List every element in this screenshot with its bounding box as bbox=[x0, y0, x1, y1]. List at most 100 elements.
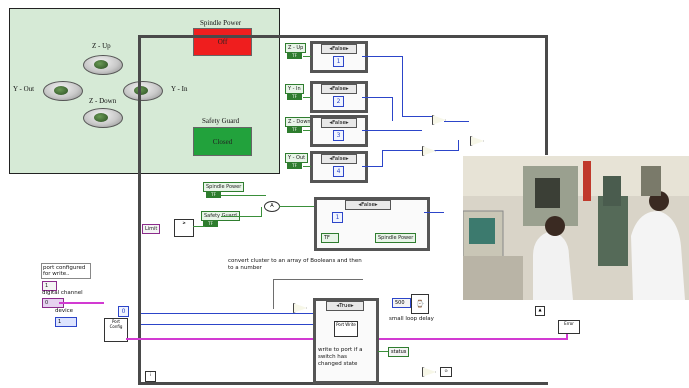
wire bbox=[392, 97, 393, 121]
safety-guard-indicator[interactable]: Closed bbox=[193, 127, 252, 156]
index-constant: 4 bbox=[333, 166, 344, 177]
case-structure-y-in[interactable]: ◂False▸ 2 bbox=[310, 81, 368, 113]
z-up-button[interactable] bbox=[83, 55, 123, 75]
delay-constant[interactable]: 500 bbox=[392, 298, 411, 308]
y-in-led-icon bbox=[134, 86, 148, 95]
while-loop-frame-right bbox=[545, 35, 548, 155]
while-loop-frame-top bbox=[138, 35, 548, 38]
terminal-y-in[interactable]: Y - In bbox=[285, 84, 304, 94]
z-down-led-icon bbox=[94, 113, 108, 122]
and-gate-icon[interactable]: A bbox=[264, 201, 280, 212]
device-label: device bbox=[55, 308, 73, 314]
terminal-z-up[interactable]: Z - Up bbox=[285, 43, 306, 53]
spindle-power-indicator: Off bbox=[193, 28, 252, 56]
limit-control[interactable]: Limit bbox=[142, 224, 160, 234]
terminal-spindle-power[interactable]: Spindle Power bbox=[203, 182, 244, 192]
case-selector[interactable]: ◂False▸ bbox=[321, 84, 357, 94]
case-selector[interactable]: ◂True▸ bbox=[326, 301, 364, 311]
write-note: write to port if a switch has changed st… bbox=[318, 347, 370, 368]
wire bbox=[362, 97, 392, 98]
wire bbox=[141, 324, 313, 325]
small-loop-delay-label: small loop delay bbox=[389, 316, 434, 322]
wire bbox=[221, 195, 266, 196]
add-node[interactable] bbox=[422, 146, 436, 156]
wire bbox=[273, 279, 363, 280]
port-write-node[interactable]: Port Write bbox=[334, 321, 358, 337]
case-selector[interactable]: ◂False▸ bbox=[321, 118, 357, 128]
wire bbox=[221, 216, 261, 217]
lab-photo bbox=[463, 156, 689, 300]
tf-icon: TF bbox=[287, 163, 302, 169]
lab-scene-image bbox=[463, 156, 689, 300]
convert-note: convert cluster to an array of Booleans … bbox=[228, 258, 368, 272]
wire bbox=[362, 130, 422, 131]
wire bbox=[444, 121, 469, 122]
wire bbox=[402, 116, 432, 117]
wire bbox=[303, 97, 311, 98]
safety-guard-label: Safety Guard bbox=[202, 117, 239, 125]
tf-constant: TF bbox=[321, 233, 339, 243]
wire bbox=[273, 279, 274, 309]
wait-clock-icon[interactable]: ⌚ bbox=[411, 294, 429, 314]
limit-compare-node[interactable]: ≥ bbox=[174, 219, 194, 237]
tf-icon: TF bbox=[287, 127, 302, 133]
z-down-label: Z - Down bbox=[89, 97, 116, 105]
case-selector[interactable]: ◂False▸ bbox=[321, 44, 357, 54]
y-in-button[interactable] bbox=[123, 81, 163, 101]
not-equal-node[interactable] bbox=[293, 303, 307, 313]
safety-guard-state: Closed bbox=[213, 138, 232, 146]
spindle-power-state: Off bbox=[218, 38, 228, 46]
wire bbox=[303, 56, 311, 57]
wire bbox=[458, 140, 459, 151]
terminal-y-out[interactable]: Y - Out bbox=[285, 153, 308, 163]
add-node[interactable] bbox=[470, 136, 484, 146]
digital-channel-label: digital channel bbox=[42, 290, 83, 296]
tf-icon: TF bbox=[287, 94, 302, 100]
wire bbox=[193, 226, 205, 227]
wire bbox=[303, 166, 311, 167]
error-handler-node[interactable]: Error bbox=[558, 320, 580, 334]
index-constant: 2 bbox=[333, 96, 344, 107]
spindle-power-label: Spindle Power bbox=[200, 19, 241, 27]
z-up-led-icon bbox=[94, 60, 108, 69]
stop-terminal-icon[interactable]: ⊙ bbox=[440, 367, 452, 377]
iteration-terminal-icon: i bbox=[145, 371, 156, 382]
case-structure-z-down[interactable]: ◂False▸ 3 bbox=[310, 115, 368, 147]
case-structure-z-up[interactable]: ◂False▸ 1 bbox=[310, 41, 368, 73]
index-constant: 1 bbox=[333, 56, 344, 67]
case-selector[interactable]: ◂False▸ bbox=[321, 154, 357, 164]
port-config-node[interactable]: Port Config bbox=[104, 318, 128, 342]
tf-icon: TF bbox=[206, 192, 221, 198]
y-out-led-icon bbox=[54, 86, 68, 95]
wire bbox=[378, 351, 388, 352]
indicator-spindle-power[interactable]: Spindle Power bbox=[375, 233, 416, 243]
wire bbox=[303, 130, 311, 131]
wire bbox=[59, 302, 104, 304]
index-constant: 3 bbox=[333, 130, 344, 141]
z-up-label: Z - Up bbox=[92, 42, 111, 50]
wire bbox=[402, 56, 403, 116]
add-node[interactable] bbox=[432, 115, 446, 125]
y-out-button[interactable] bbox=[43, 81, 83, 101]
or-node[interactable] bbox=[422, 367, 436, 377]
case-selector[interactable]: ◂False▸ bbox=[345, 200, 391, 210]
wire bbox=[362, 166, 382, 167]
loop-constant: 0 bbox=[118, 306, 129, 317]
z-down-button[interactable] bbox=[83, 108, 123, 128]
wire bbox=[382, 150, 422, 151]
case-structure-y-out[interactable]: ◂False▸ 4 bbox=[310, 151, 368, 183]
status-indicator[interactable]: status bbox=[388, 347, 409, 357]
wire bbox=[424, 212, 444, 213]
y-in-label: Y - In bbox=[171, 85, 187, 93]
while-loop-frame-left bbox=[138, 35, 141, 385]
wire bbox=[261, 207, 262, 217]
device-control[interactable]: 1 bbox=[55, 317, 77, 327]
wire bbox=[434, 150, 458, 151]
case-structure-write[interactable]: ◂True▸ Port Write write to port if a swi… bbox=[313, 298, 379, 384]
index-constant: 1 bbox=[332, 212, 343, 223]
port-configured-note: port configured for write.. bbox=[41, 263, 91, 279]
case-structure-spindle[interactable]: ◂False▸ 1 TF Spindle Power bbox=[314, 197, 430, 251]
y-out-label: Y - Out bbox=[13, 85, 34, 93]
tf-icon: TF bbox=[203, 221, 218, 227]
wire bbox=[382, 150, 383, 167]
